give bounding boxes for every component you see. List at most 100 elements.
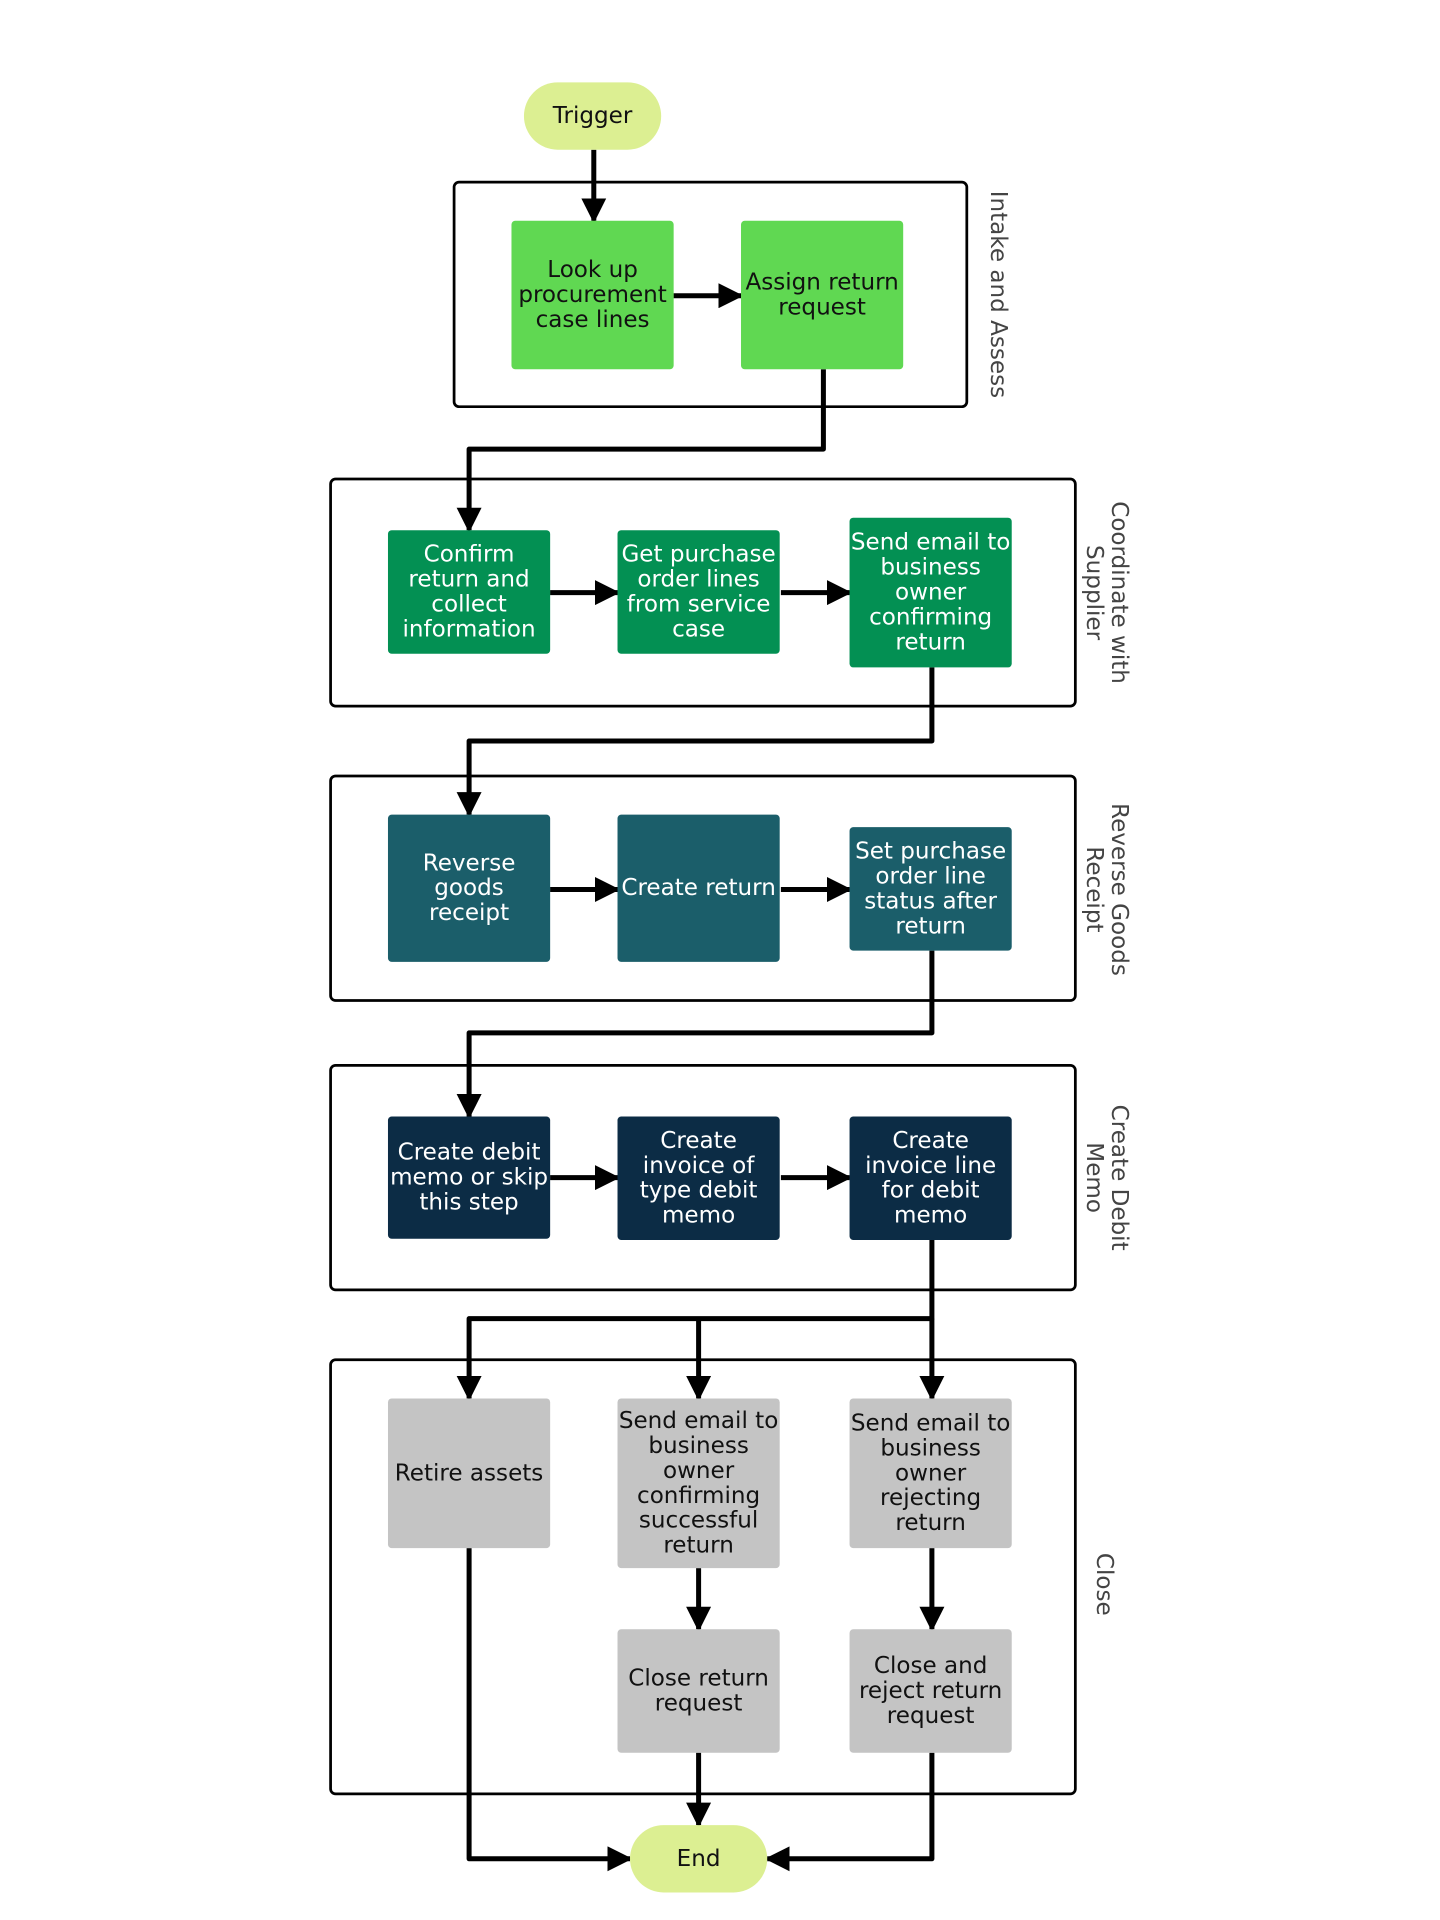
lane-title-line: Supplier xyxy=(1081,545,1107,641)
step-label-line: collect xyxy=(431,591,507,617)
step-label-line: return xyxy=(895,913,966,939)
step-shape xyxy=(741,220,904,370)
lane-title-line: Receipt xyxy=(1081,846,1107,932)
step-label-line: Send email to xyxy=(851,1410,1011,1436)
terminal-trigger: Trigger xyxy=(523,82,662,150)
step-label-line: Confirm xyxy=(424,542,515,568)
step-retire: Retire assets xyxy=(387,1398,551,1549)
step-label-line: business xyxy=(648,1433,749,1459)
lane-label-debit: Create DebitMemo xyxy=(1081,1105,1132,1251)
step-shape xyxy=(387,1116,551,1239)
step-label-line: Reverse xyxy=(423,850,516,876)
lane-intake xyxy=(452,180,969,409)
lane-coordinate xyxy=(329,477,1077,708)
lane-title-line: Coordinate with xyxy=(1106,501,1132,684)
lane-label-coordinate: Coordinate withSupplier xyxy=(1081,501,1132,684)
step-label-line: invoice of xyxy=(643,1153,755,1179)
step-label-line: memo or skip xyxy=(390,1165,548,1191)
lane-title-line: Create Debit xyxy=(1106,1105,1132,1251)
step-label-line: information xyxy=(403,616,536,642)
lane-title-line: Reverse Goods xyxy=(1106,803,1132,976)
step-shape xyxy=(511,220,674,370)
step-label-line: invoice line xyxy=(865,1153,996,1179)
step-label-line: reject return xyxy=(859,1678,1002,1704)
step-label-line: business xyxy=(880,1435,981,1461)
step-label-line: Retire assets xyxy=(395,1460,544,1486)
step-label-line: Create return xyxy=(621,875,775,901)
step-create-return: Create return xyxy=(617,814,780,962)
connector-closereject-end xyxy=(764,1752,935,1872)
step-label-line: for debit xyxy=(882,1178,980,1204)
terminal-end: End xyxy=(629,1825,768,1893)
step-label-line: case xyxy=(672,616,725,642)
step-shape xyxy=(849,1116,1012,1241)
lane-title-line: Intake and Assess xyxy=(985,191,1011,398)
lane-debit xyxy=(329,1063,1077,1292)
step-label-line: Close and xyxy=(874,1653,988,1679)
step-label-line: Assign return xyxy=(745,270,898,296)
step-label-line: confirming xyxy=(637,1483,760,1509)
step-label-line: return xyxy=(663,1533,734,1559)
step-label-line: from service xyxy=(627,591,771,617)
step-shape xyxy=(387,1398,551,1549)
lane-label-close: Close xyxy=(1091,1553,1117,1616)
step-label-line: goods xyxy=(434,875,504,901)
lane-title-line: Memo xyxy=(1081,1142,1107,1213)
step-shape xyxy=(849,1398,1012,1549)
step-label-line: successful xyxy=(639,1508,758,1534)
connector-retire-end xyxy=(466,1548,633,1872)
step-shape xyxy=(849,827,1012,951)
lane-title-intake: Intake and Assess xyxy=(985,191,1011,398)
step-label-line: request xyxy=(778,295,866,321)
step-label-line: procurement xyxy=(518,282,667,308)
step-label-line: confirming xyxy=(869,605,992,631)
step-label-line: Set purchase xyxy=(855,838,1006,864)
step-label-line: Look up xyxy=(547,257,638,283)
terminal-shape xyxy=(629,1825,768,1893)
lane-title-close: Close xyxy=(1091,1553,1117,1616)
terminal-label: Trigger xyxy=(552,103,633,129)
step-label-line: Send email to xyxy=(619,1408,779,1434)
step-label-line: memo xyxy=(894,1203,967,1229)
step-label-line: order lines xyxy=(637,566,759,592)
step-label-line: Create xyxy=(892,1128,969,1154)
step-shape xyxy=(617,1116,780,1241)
step-label-line: memo xyxy=(662,1203,735,1229)
step-label-line: owner xyxy=(895,580,967,606)
step-label-line: Send email to xyxy=(851,530,1011,556)
lane-title-line: Close xyxy=(1091,1553,1117,1616)
step-shape xyxy=(849,1629,1012,1753)
step-label-line: type debit xyxy=(640,1178,758,1204)
terminal-shape xyxy=(523,82,662,150)
connector-assign-confirm xyxy=(456,369,826,533)
step-label-line: return xyxy=(895,1510,966,1536)
lane-title-debit: Create DebitMemo xyxy=(1081,1105,1132,1251)
lane-reverse xyxy=(329,774,1077,1002)
step-shape xyxy=(617,1629,780,1753)
step-label-line: return and xyxy=(408,566,529,592)
connector-email-reverse xyxy=(456,667,935,818)
lane-label-intake: Intake and Assess xyxy=(985,191,1011,398)
